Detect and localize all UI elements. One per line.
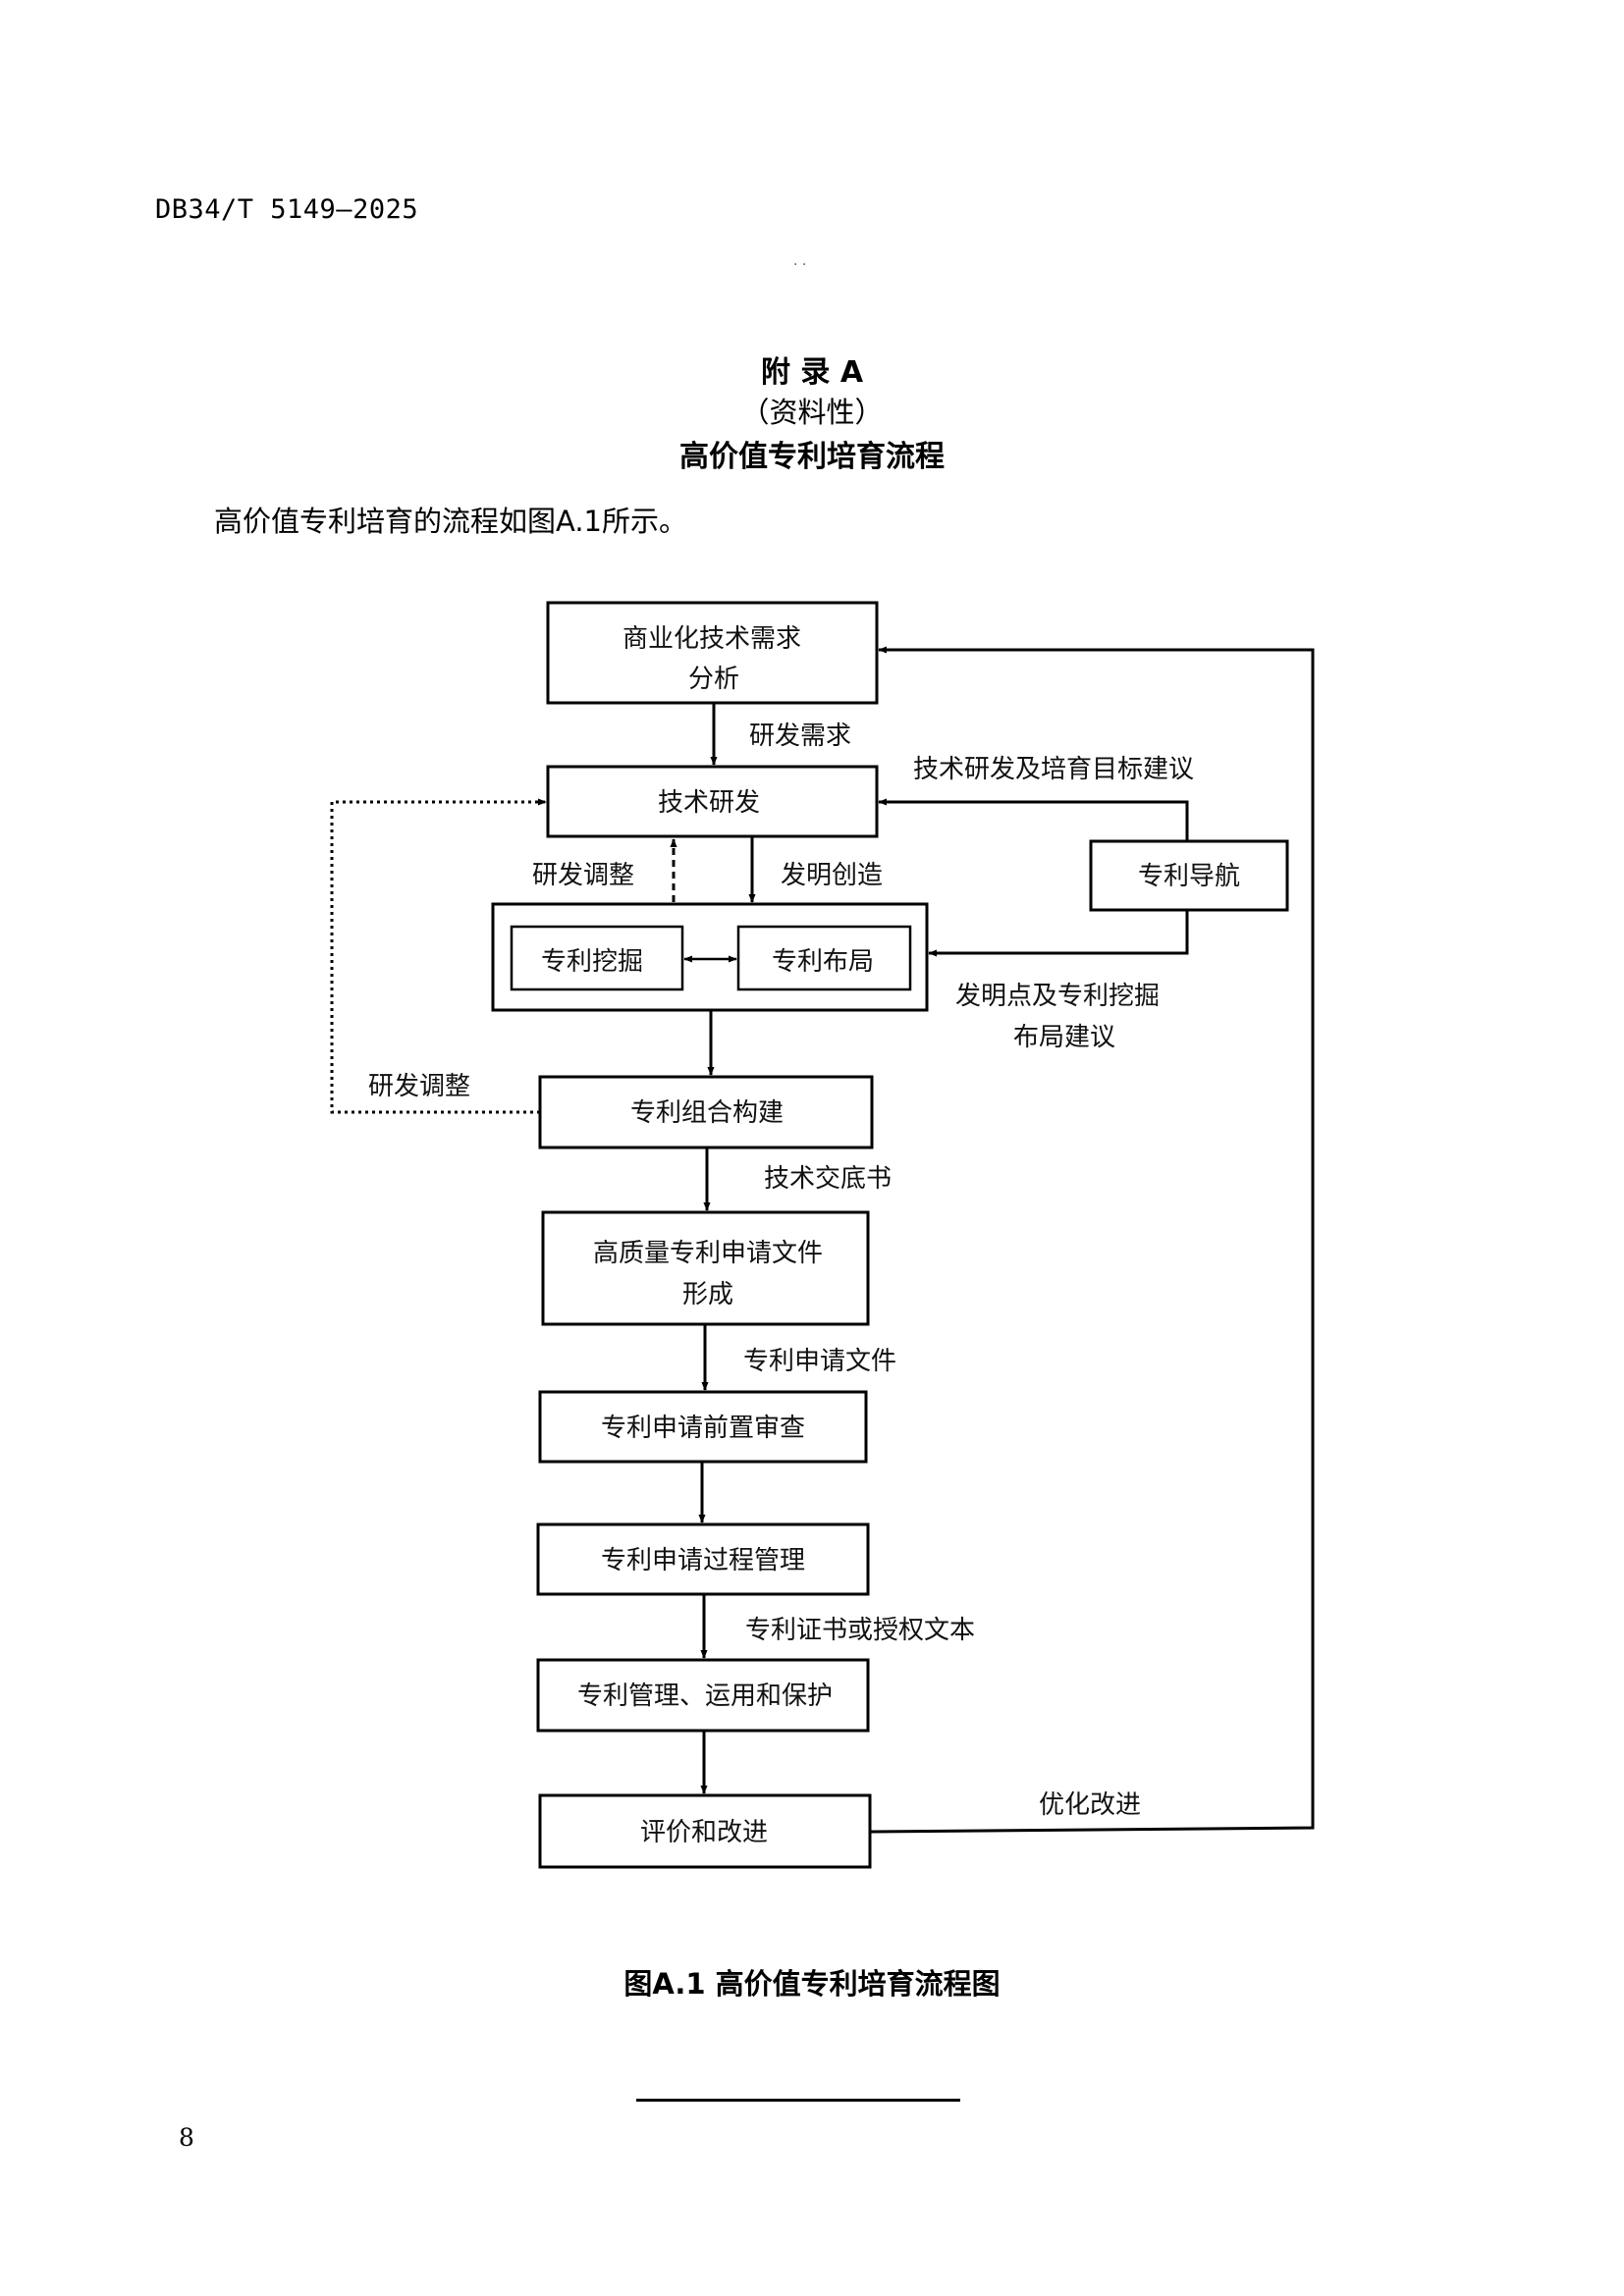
arrow-evaluate-to-demand [869, 646, 1315, 1834]
label-rd-target-suggest: 技术研发及培育目标建议 [913, 755, 1194, 784]
document-code: DB34/T 5149—2025 [155, 194, 419, 225]
node-process-mgmt: 专利申请过程管理 [601, 1546, 805, 1575]
node-patent-layout: 专利布局 [772, 947, 874, 977]
label-optimize: 优化改进 [1039, 1790, 1141, 1820]
box-patent-layout [736, 925, 912, 991]
figure-caption: 图A.1 高价值专利培育流程图 [623, 1967, 1001, 2001]
appendix-title: 附 录 A [760, 355, 864, 390]
node-commercial-demand-line2: 分析 [688, 665, 739, 694]
page-number: 8 [179, 2123, 194, 2152]
label-invention-points-line1: 发明点及专利挖掘 [955, 982, 1160, 1011]
label-rd-demand: 研发需求 [749, 721, 851, 751]
appendix-type: （资料性） [740, 396, 884, 429]
box-patent-nav [1089, 839, 1289, 912]
header-dots: · · [793, 257, 807, 273]
label-disclosure: 技术交底书 [764, 1164, 892, 1194]
label-certificate: 专利证书或授权文本 [745, 1616, 975, 1645]
label-rd-adjust-2: 研发调整 [368, 1072, 470, 1101]
node-evaluate: 评价和改进 [640, 1818, 768, 1847]
appendix-heading: 高价值专利培育流程 [679, 440, 945, 474]
label-invention: 发明创造 [781, 861, 883, 890]
node-commercial-demand-line1: 商业化技术需求 [623, 624, 801, 654]
node-patent-mining: 专利挖掘 [541, 947, 643, 977]
node-application-docs-line1: 高质量专利申请文件 [593, 1239, 823, 1268]
box-patent-mining [510, 925, 684, 991]
node-portfolio: 专利组合构建 [630, 1098, 784, 1128]
node-application-docs-line2: 形成 [682, 1280, 733, 1309]
label-invention-points-line2: 布局建议 [1013, 1023, 1115, 1052]
label-rd-adjust-1: 研发调整 [532, 861, 634, 890]
arrow-nav-to-layout [928, 910, 1189, 957]
node-patent-nav: 专利导航 [1138, 862, 1240, 891]
end-rule [636, 2099, 960, 2102]
box-tech-rd [546, 765, 879, 838]
node-mgmt-use-protect: 专利管理、运用和保护 [577, 1682, 833, 1711]
node-pre-review: 专利申请前置审查 [601, 1414, 805, 1443]
node-tech-rd: 技术研发 [658, 788, 760, 818]
intro-paragraph: 高价值专利培育的流程如图A.1所示。 [214, 505, 687, 538]
label-app-files: 专利申请文件 [743, 1347, 896, 1376]
arrow-nav-to-rd [878, 798, 1189, 841]
arrow-portfolio-to-rd-dotted [330, 798, 547, 1114]
